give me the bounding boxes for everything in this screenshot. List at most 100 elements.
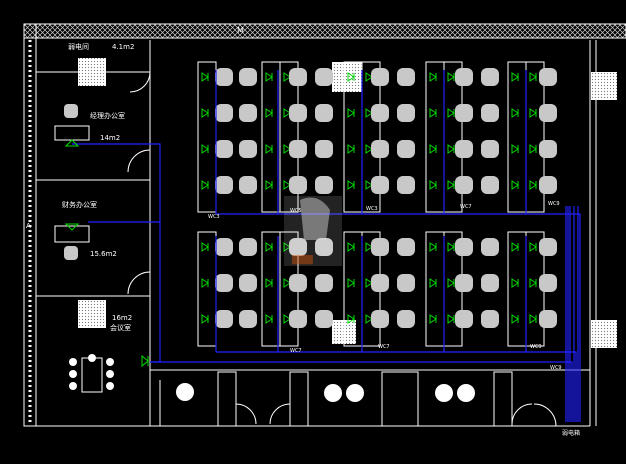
- chair: [539, 68, 557, 86]
- network-outlet-tri: [283, 242, 291, 252]
- chair: [539, 140, 557, 158]
- network-outlet-tri: [201, 180, 209, 190]
- network-outlet-tri: [447, 144, 455, 154]
- chair: [455, 104, 473, 122]
- chair: [215, 68, 233, 86]
- network-outlet: [529, 144, 537, 154]
- network-outlet: [511, 144, 519, 154]
- network-outlet: [447, 314, 455, 324]
- chair: [239, 176, 257, 194]
- network-outlet: [201, 144, 209, 154]
- network-outlet-tri: [265, 314, 273, 324]
- network-outlet: [265, 72, 273, 82]
- network-outlet: [529, 180, 537, 190]
- left-marker: A: [26, 222, 31, 230]
- network-outlet: [447, 144, 455, 154]
- network-outlet-tri: [201, 108, 209, 118]
- network-outlet: [529, 242, 537, 252]
- desk-block: [261, 61, 281, 213]
- chair: [239, 238, 257, 256]
- port-label: WC9: [530, 344, 542, 350]
- chair: [455, 238, 473, 256]
- bottom-rooms: [217, 371, 557, 427]
- chair: [481, 140, 499, 158]
- network-outlet-tri: [283, 144, 291, 154]
- chair: [289, 310, 307, 328]
- network-outlet: [511, 278, 519, 288]
- desk-block: [279, 61, 299, 213]
- network-outlet-tri: [201, 72, 209, 82]
- manager-office-area: 14m2: [100, 134, 120, 142]
- chair: [289, 274, 307, 292]
- network-outlet: [265, 242, 273, 252]
- network-outlet: [529, 108, 537, 118]
- column-1: [78, 58, 106, 86]
- chair: [239, 310, 257, 328]
- meeting-room-area: 16m2: [112, 314, 132, 322]
- network-outlet-tri: [265, 72, 273, 82]
- finance-office-name: 财务办公室: [62, 200, 97, 209]
- chair: [539, 310, 557, 328]
- desk-block: [197, 61, 217, 213]
- network-outlet: [429, 72, 437, 82]
- port-label: WC7: [290, 348, 302, 354]
- network-outlet-tri: [429, 180, 437, 190]
- network-outlet: [511, 72, 519, 82]
- network-outlet-tri: [365, 108, 373, 118]
- desk-block: [425, 231, 445, 347]
- chair: [315, 310, 333, 328]
- network-outlet-tri: [365, 180, 373, 190]
- chair: [397, 310, 415, 328]
- network-outlet: [529, 278, 537, 288]
- network-outlet: [447, 180, 455, 190]
- network-outlet: [347, 72, 355, 82]
- network-outlet-tri: [429, 242, 437, 252]
- chair: [481, 104, 499, 122]
- network-outlet-tri: [529, 242, 537, 252]
- network-outlet-tri: [201, 314, 209, 324]
- network-outlet: [265, 278, 273, 288]
- left-offices: [36, 40, 590, 426]
- desk-block: [425, 61, 445, 213]
- chair: [397, 274, 415, 292]
- network-outlet: [265, 108, 273, 118]
- chair: [215, 238, 233, 256]
- network-outlet-tri: [347, 278, 355, 288]
- desk-block: [261, 231, 281, 347]
- chair: [371, 104, 389, 122]
- network-outlet-tri: [265, 180, 273, 190]
- desk-block: [507, 61, 527, 213]
- network-outlet-tri: [511, 242, 519, 252]
- network-outlet-tri: [447, 242, 455, 252]
- network-outlet-tri: [429, 144, 437, 154]
- network-outlet-tri: [283, 180, 291, 190]
- network-outlet-tri: [511, 108, 519, 118]
- chair: [455, 274, 473, 292]
- network-outlet-tri: [365, 314, 373, 324]
- workstation-area: [197, 61, 557, 347]
- bottom-chairs: [176, 383, 475, 402]
- network-outlet: [447, 108, 455, 118]
- network-outlet-tri: [447, 314, 455, 324]
- network-outlet-tri: [511, 72, 519, 82]
- chair: [215, 176, 233, 194]
- chair: [455, 68, 473, 86]
- network-outlet-tri: [529, 180, 537, 190]
- network-outlet-tri: [347, 314, 355, 324]
- network-outlet-tri: [283, 278, 291, 288]
- network-outlet-tri: [365, 144, 373, 154]
- network-outlet-tri: [511, 144, 519, 154]
- chair: [481, 68, 499, 86]
- chair: [239, 68, 257, 86]
- chair: [289, 140, 307, 158]
- watermark-logo: ▇▇▇: [284, 196, 342, 266]
- desk-block: [197, 231, 217, 347]
- chair: [371, 140, 389, 158]
- top-marker: M: [237, 26, 244, 35]
- chair: [315, 140, 333, 158]
- chair: [215, 140, 233, 158]
- chair: [315, 176, 333, 194]
- network-outlet-tri: [511, 314, 519, 324]
- top-wall-hatch: [23, 23, 626, 39]
